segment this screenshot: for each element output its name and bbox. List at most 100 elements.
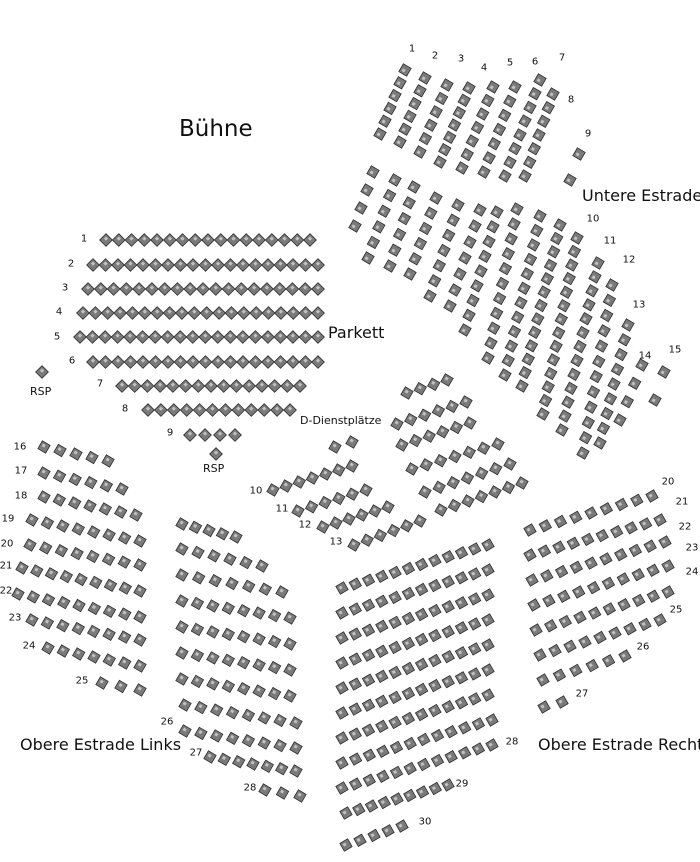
seat[interactable] xyxy=(537,285,551,299)
seat[interactable] xyxy=(127,379,142,393)
seat[interactable] xyxy=(285,282,300,296)
seat[interactable] xyxy=(224,306,239,320)
seat[interactable] xyxy=(192,403,207,417)
seat[interactable] xyxy=(572,585,586,599)
seat[interactable] xyxy=(428,553,442,568)
seat[interactable] xyxy=(572,147,586,161)
seat[interactable] xyxy=(607,377,621,391)
seat[interactable] xyxy=(581,532,595,547)
seat[interactable] xyxy=(616,572,630,586)
seat[interactable] xyxy=(501,480,516,495)
seat[interactable] xyxy=(449,420,464,435)
seat[interactable] xyxy=(434,454,448,468)
seat[interactable] xyxy=(444,750,458,764)
seat[interactable] xyxy=(451,198,465,212)
seat[interactable] xyxy=(93,282,108,296)
seat[interactable] xyxy=(448,283,462,297)
seat[interactable] xyxy=(471,717,486,731)
seat[interactable] xyxy=(562,271,576,286)
seat[interactable] xyxy=(527,142,541,156)
seat[interactable] xyxy=(198,330,213,344)
seat[interactable] xyxy=(221,601,235,615)
seat[interactable] xyxy=(114,505,128,519)
seat[interactable] xyxy=(236,258,250,272)
seat[interactable] xyxy=(188,520,203,534)
seat[interactable] xyxy=(546,87,560,101)
seat[interactable] xyxy=(490,205,504,219)
seat[interactable] xyxy=(543,258,558,272)
seat[interactable] xyxy=(614,497,629,512)
seat[interactable] xyxy=(289,741,303,755)
seat[interactable] xyxy=(428,578,442,593)
seat[interactable] xyxy=(84,475,98,490)
seat[interactable] xyxy=(11,587,25,601)
seat[interactable] xyxy=(267,634,282,649)
seat[interactable] xyxy=(525,573,539,587)
seat[interactable] xyxy=(133,558,147,572)
seat[interactable] xyxy=(359,483,373,497)
seat[interactable] xyxy=(101,552,116,566)
seat[interactable] xyxy=(482,151,496,165)
seat[interactable] xyxy=(187,306,202,320)
seat[interactable] xyxy=(260,330,275,344)
seat[interactable] xyxy=(232,755,246,769)
seat[interactable] xyxy=(454,621,469,635)
seat[interactable] xyxy=(30,564,44,578)
seat[interactable] xyxy=(661,559,675,573)
seat[interactable] xyxy=(498,169,512,183)
seat[interactable] xyxy=(348,677,362,691)
seat[interactable] xyxy=(428,678,442,693)
seat[interactable] xyxy=(408,96,422,111)
seat[interactable] xyxy=(26,590,40,604)
seat[interactable] xyxy=(388,565,402,580)
seat[interactable] xyxy=(458,746,472,760)
seat[interactable] xyxy=(437,243,451,258)
seat[interactable] xyxy=(584,506,598,520)
seat[interactable] xyxy=(353,833,367,847)
seat[interactable] xyxy=(481,563,495,577)
seat[interactable] xyxy=(117,531,132,545)
seat[interactable] xyxy=(348,627,362,641)
seat[interactable] xyxy=(205,403,220,417)
seat[interactable] xyxy=(526,238,541,252)
seat[interactable] xyxy=(549,339,563,353)
seat[interactable] xyxy=(373,127,387,141)
seat[interactable] xyxy=(376,744,390,758)
seat[interactable] xyxy=(614,548,628,562)
seat[interactable] xyxy=(408,433,423,448)
seat[interactable] xyxy=(389,740,404,755)
seat[interactable] xyxy=(565,258,579,272)
seat[interactable] xyxy=(414,707,429,722)
seat[interactable] xyxy=(98,502,112,516)
seat[interactable] xyxy=(588,606,602,620)
seat[interactable] xyxy=(454,671,469,685)
seat[interactable] xyxy=(588,270,602,284)
seat[interactable] xyxy=(311,306,325,320)
seat[interactable] xyxy=(447,498,462,513)
seat[interactable] xyxy=(564,381,578,395)
seat[interactable] xyxy=(249,306,264,320)
seat[interactable] xyxy=(403,761,417,776)
seat[interactable] xyxy=(335,731,349,745)
seat[interactable] xyxy=(638,517,653,531)
seat[interactable] xyxy=(173,258,188,272)
seat[interactable] xyxy=(395,819,409,833)
seat[interactable] xyxy=(241,734,256,748)
seat[interactable] xyxy=(279,479,293,493)
seat[interactable] xyxy=(401,661,416,676)
seat[interactable] xyxy=(418,131,433,146)
seat[interactable] xyxy=(106,282,121,296)
seat[interactable] xyxy=(190,596,205,611)
seat[interactable] xyxy=(481,351,495,365)
seat[interactable] xyxy=(166,403,181,417)
seat[interactable] xyxy=(196,282,210,296)
seat[interactable] xyxy=(436,425,450,439)
seat[interactable] xyxy=(573,610,587,624)
seat[interactable] xyxy=(424,206,438,220)
seat[interactable] xyxy=(202,523,216,538)
seat[interactable] xyxy=(223,258,238,272)
seat[interactable] xyxy=(646,589,660,603)
seat[interactable] xyxy=(136,258,150,272)
seat[interactable] xyxy=(76,306,90,320)
seat[interactable] xyxy=(444,725,458,739)
